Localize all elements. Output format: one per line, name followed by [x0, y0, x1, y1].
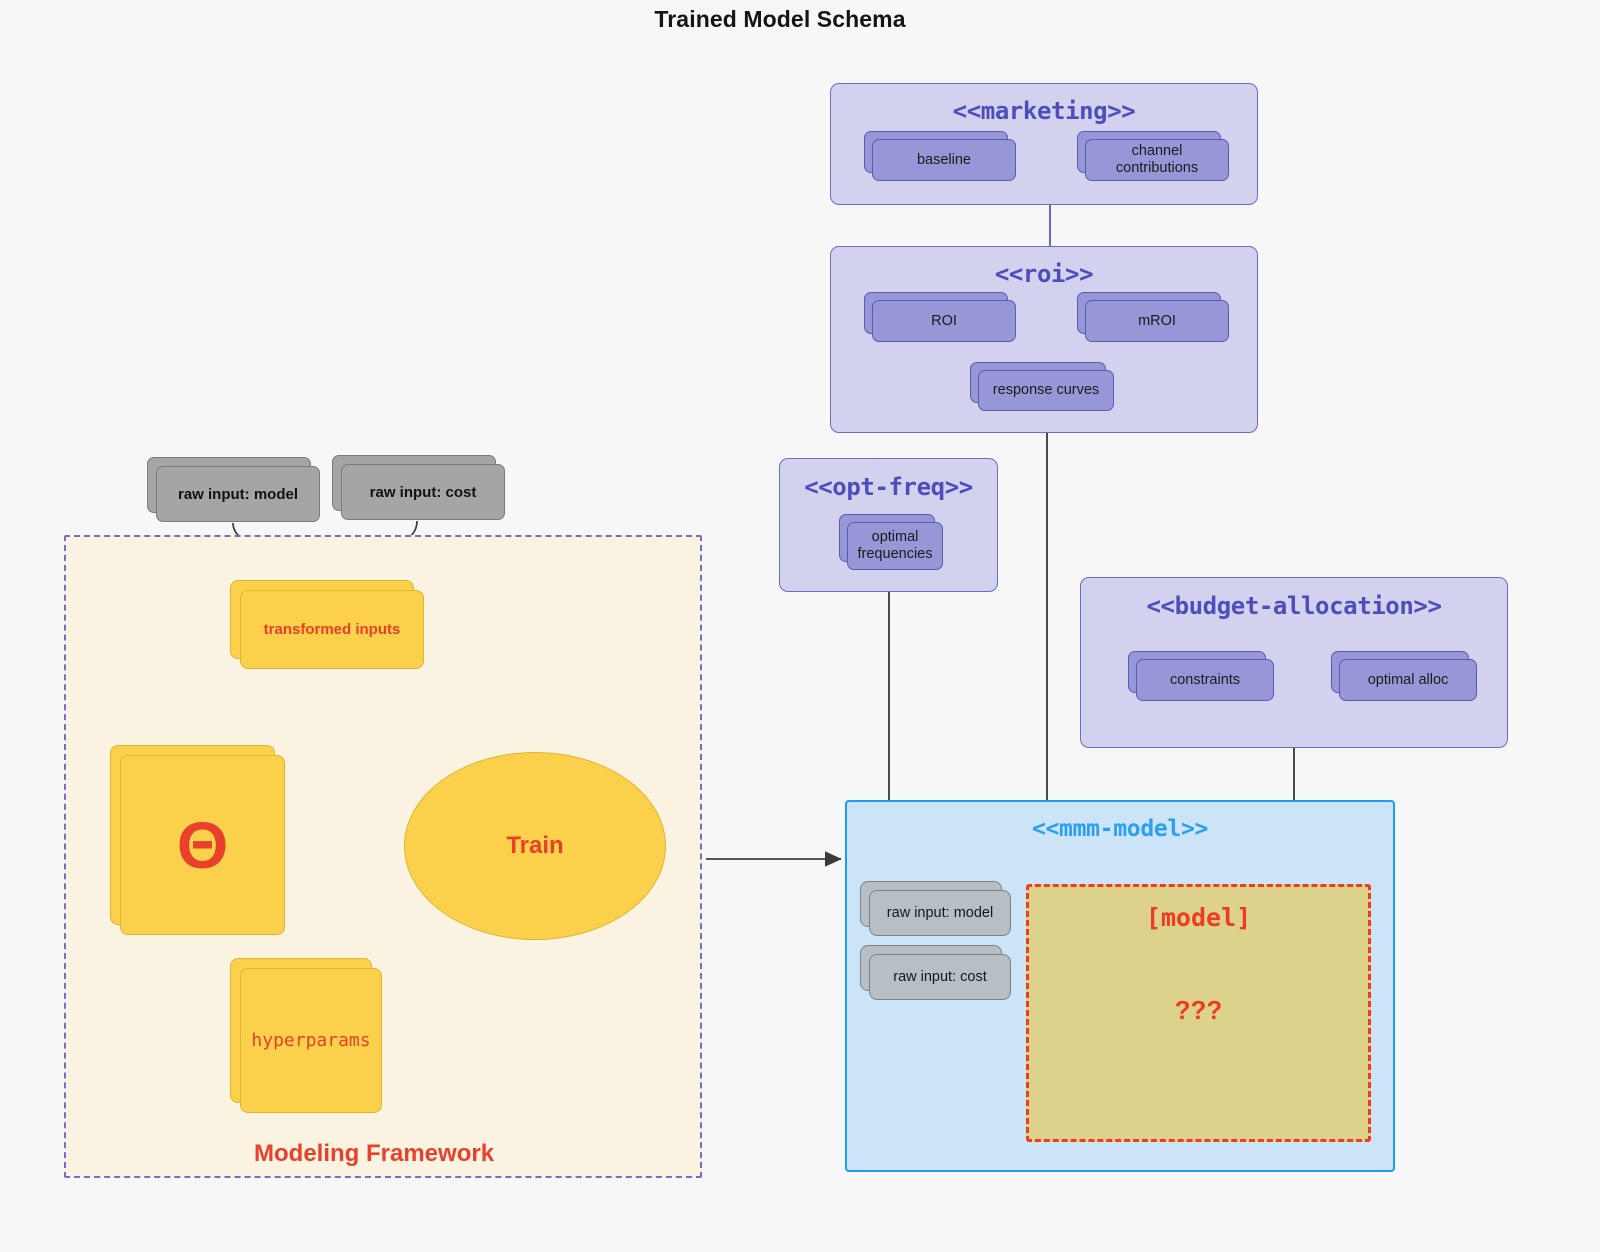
train-activity[interactable]: Train: [404, 752, 666, 940]
transformed-inputs-front: transformed inputs: [240, 590, 424, 669]
node-constraints[interactable]: constraints: [1128, 651, 1274, 701]
model-slot-title: [model]: [1145, 903, 1252, 932]
hyperparams-label: hyperparams: [251, 1030, 371, 1051]
node-baseline[interactable]: baseline: [864, 131, 1016, 181]
node-channel-contributions[interactable]: channel contributions: [1077, 131, 1229, 181]
raw-input-model-card[interactable]: raw input: model: [147, 457, 320, 522]
hyperparams-front: hyperparams: [240, 968, 382, 1113]
transformed-inputs-card[interactable]: transformed inputs: [230, 580, 424, 669]
raw-input-cost-label: raw input: cost: [341, 464, 505, 520]
mmm-input-raw-cost[interactable]: raw input: cost: [860, 945, 1011, 1000]
node-mroi[interactable]: mROI: [1077, 292, 1229, 342]
package-mmm-model-title: <<mmm-model>>: [1031, 816, 1209, 842]
node-optimal-alloc[interactable]: optimal alloc: [1331, 651, 1477, 701]
optimal-frequencies-line2: frequencies: [857, 546, 933, 562]
package-roi-title: <<roi>>: [994, 260, 1094, 288]
node-mroi-label: mROI: [1085, 300, 1229, 342]
mmm-input-raw-model[interactable]: raw input: model: [860, 881, 1011, 936]
hyperparams-card[interactable]: hyperparams: [230, 958, 382, 1113]
model-slot[interactable]: [model] ???: [1026, 884, 1371, 1142]
theta-symbol: Θ: [176, 808, 229, 882]
theta-front: Θ: [120, 755, 285, 935]
model-slot-placeholder: ???: [1174, 995, 1223, 1025]
package-marketing-title: <<marketing>>: [952, 97, 1136, 125]
node-optimal-alloc-label: optimal alloc: [1339, 659, 1477, 701]
node-constraints-label: constraints: [1136, 659, 1274, 701]
page-title: Trained Model Schema: [654, 6, 906, 32]
theta-card[interactable]: Θ: [110, 745, 285, 935]
train-label: Train: [506, 832, 564, 859]
node-roi[interactable]: ROI: [864, 292, 1016, 342]
node-response-curves-label: response curves: [978, 370, 1114, 411]
transformed-inputs-label: transformed inputs: [263, 621, 401, 638]
node-roi-label: ROI: [872, 300, 1016, 342]
node-optimal-frequencies[interactable]: optimal frequencies: [839, 514, 943, 570]
node-optimal-frequencies-label: optimal frequencies: [847, 522, 943, 570]
raw-input-cost-card[interactable]: raw input: cost: [332, 455, 505, 520]
package-opt-freq-title: <<opt-freq>>: [804, 473, 973, 501]
mmm-input-raw-cost-label: raw input: cost: [869, 954, 1011, 1000]
node-response-curves[interactable]: response curves: [970, 362, 1114, 411]
modeling-framework-label: Modeling Framework: [254, 1140, 495, 1167]
node-channel-contributions-label: channel contributions: [1085, 139, 1229, 181]
mmm-input-raw-model-label: raw input: model: [869, 890, 1011, 936]
node-baseline-label: baseline: [872, 139, 1016, 181]
package-budget-allocation-title: <<budget-allocation>>: [1146, 592, 1442, 620]
optimal-frequencies-line1: optimal: [871, 529, 919, 546]
raw-input-model-label: raw input: model: [156, 466, 320, 522]
